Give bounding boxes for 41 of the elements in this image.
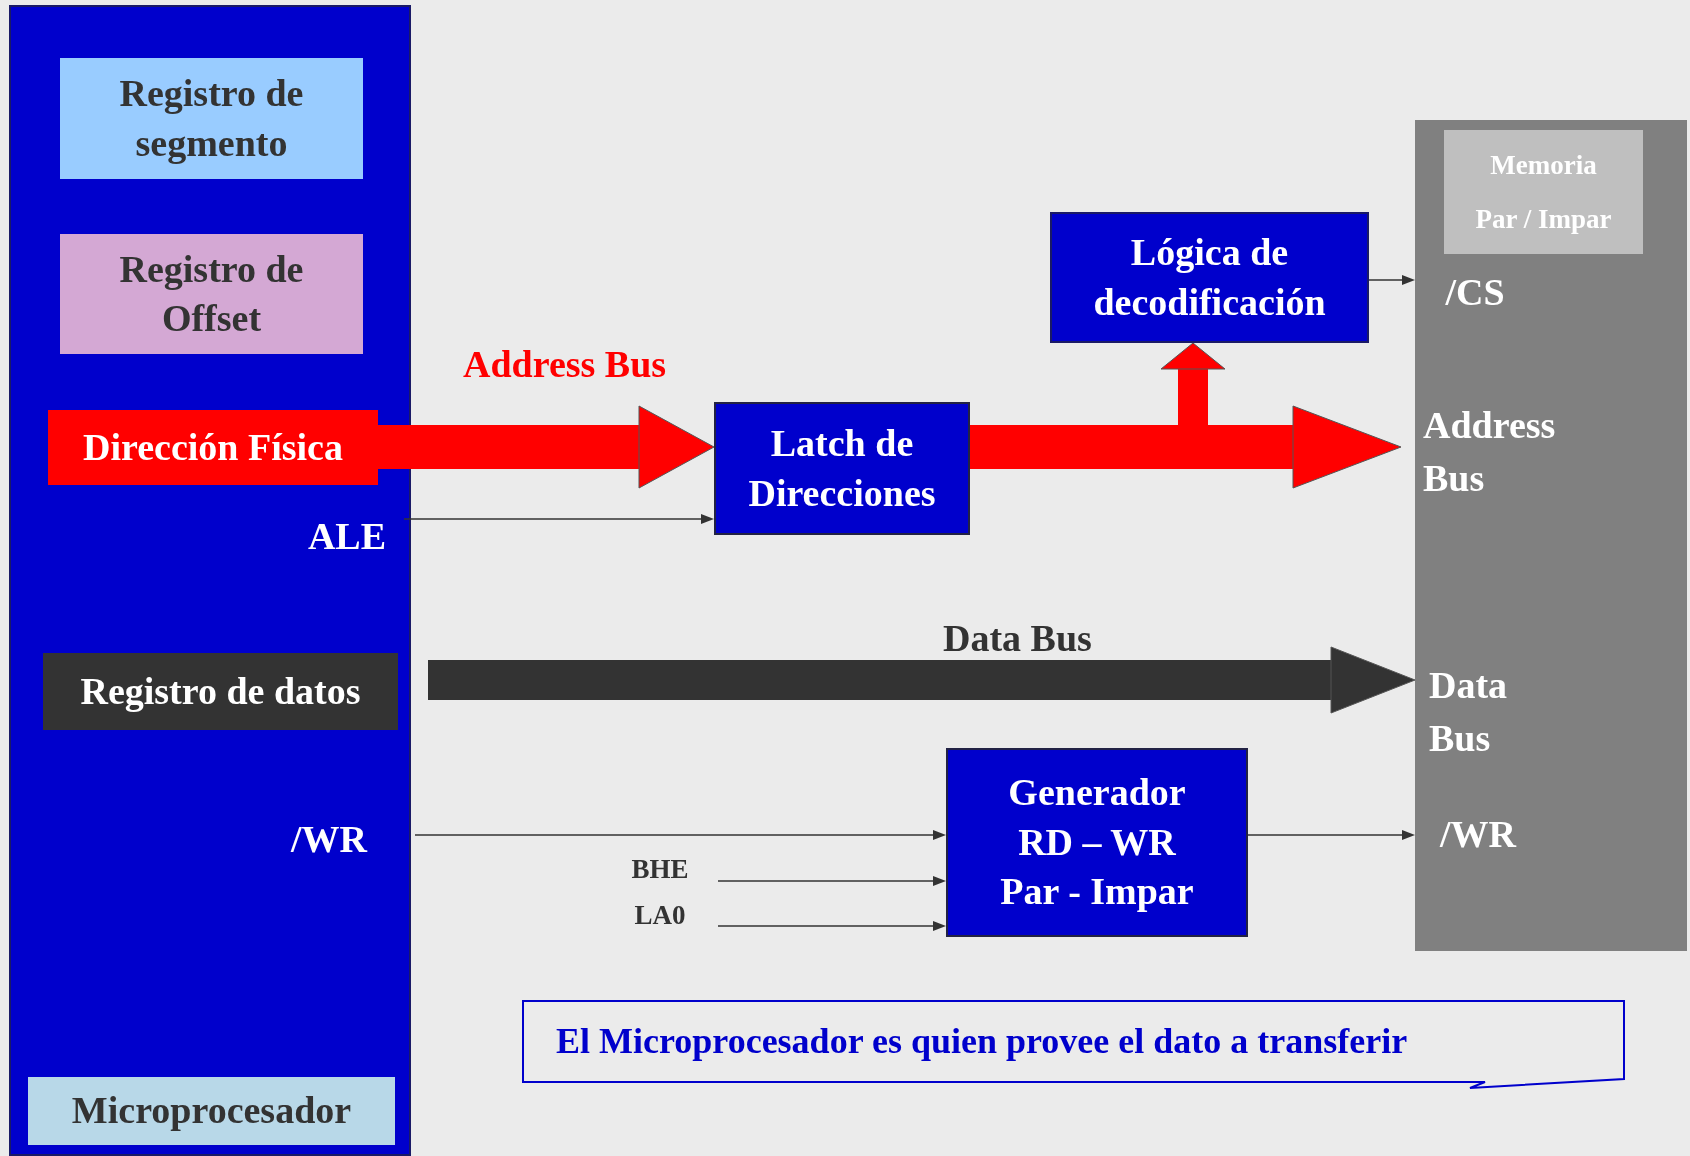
signal-arrow (403, 514, 714, 524)
logic-box (1050, 212, 1369, 343)
signal-label: ALE (302, 512, 392, 562)
edge-label: Address Bus (463, 342, 667, 386)
signal-label: BHE (620, 850, 700, 890)
bus-arrow (428, 646, 1416, 714)
box-label: Microprocesador (71, 1088, 352, 1134)
memory-box (1444, 130, 1643, 254)
signal-arrow (717, 921, 946, 931)
box-label: Lógica de decodificación (1092, 230, 1327, 325)
box-label: Registro de datos (80, 668, 361, 714)
box-label: Generador RD – WR Par - Impar (999, 770, 1195, 915)
bus-label: Address Bus (1423, 395, 1593, 515)
memory-panel (1415, 120, 1687, 951)
signal-label: /WR (1428, 810, 1528, 860)
register-box (60, 58, 363, 179)
box-label: Registro de Offset (118, 246, 305, 341)
bus-arrow (970, 405, 1402, 489)
edge-label: Data Bus (943, 616, 1092, 660)
generator-box (946, 748, 1248, 937)
box-label: Dirección Física (83, 424, 343, 470)
signal-arrow (1247, 830, 1415, 840)
bus-arrow (1160, 342, 1226, 427)
box-label: Registro de segmento (118, 71, 305, 166)
title-box (28, 1077, 395, 1145)
signal-label: /CS (1435, 268, 1515, 318)
signal-arrow (717, 876, 946, 886)
box-label: Latch de Direcciones (747, 421, 937, 516)
bus-label: Data Bus (1429, 655, 1539, 775)
microprocessor-panel (9, 5, 411, 1156)
signal-arrow (414, 830, 946, 840)
register-box (43, 653, 398, 730)
latch-box (714, 402, 970, 535)
callout-text: El Microprocesador es quien provee el dato a transferir (556, 1019, 1408, 1063)
register-box (60, 234, 363, 354)
signal-arrow (1368, 275, 1415, 285)
signal-label: /WR (273, 815, 385, 865)
box-label: Memoria Par / Impar (1474, 149, 1613, 236)
signal-label: LA0 (620, 896, 700, 936)
bus-arrow (378, 405, 715, 489)
address-box (48, 410, 378, 485)
